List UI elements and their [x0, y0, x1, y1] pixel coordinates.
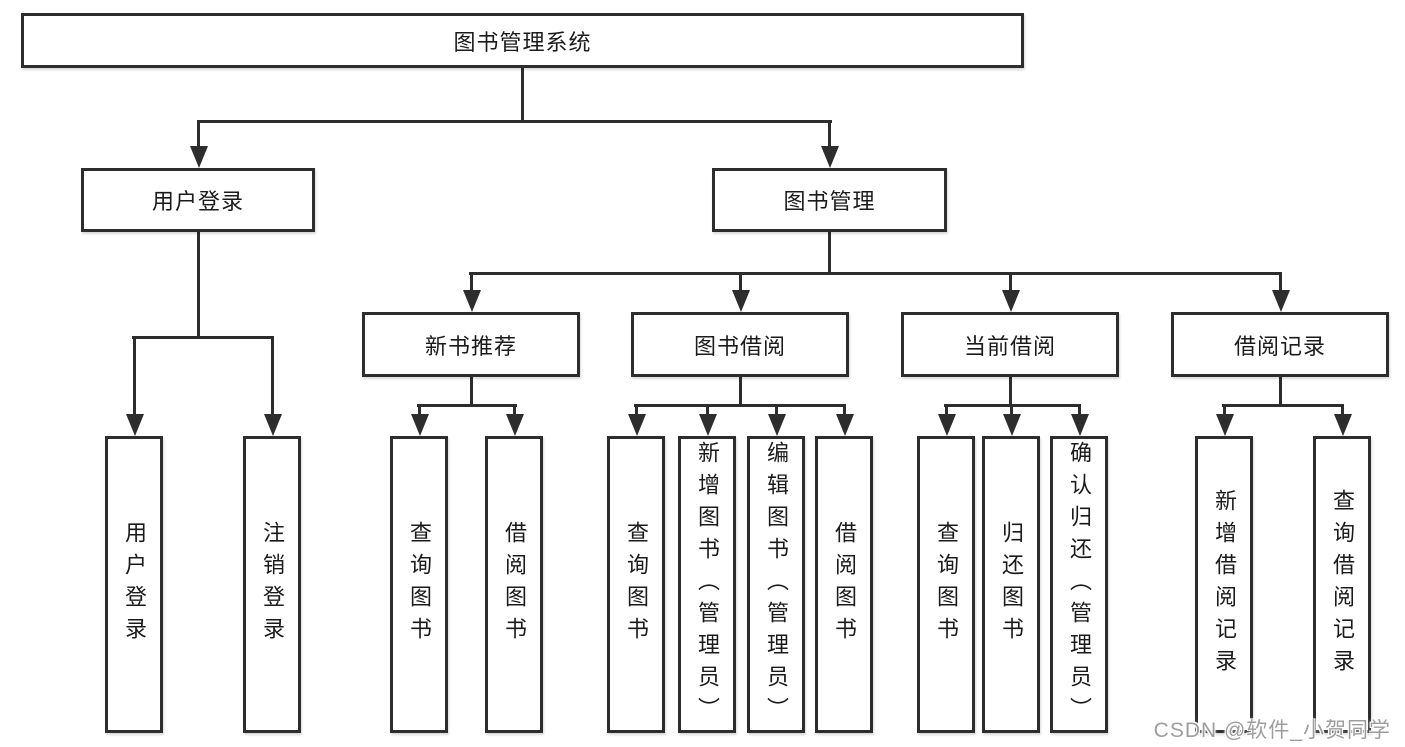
leaf-return-books: 归还图书 [982, 436, 1040, 733]
leaf-borrow-books: 借阅图书 [815, 436, 873, 733]
connector-line [1222, 404, 1344, 407]
connector-arrow-down [698, 404, 717, 436]
leaf-label: 编辑图书（管理员） [764, 440, 789, 729]
connector-arrow-down [410, 404, 429, 436]
leaf-add-borrow-record: 新增借阅记录 [1195, 436, 1253, 733]
connector-arrow-down [462, 272, 481, 312]
connector-arrow-down [820, 120, 839, 168]
leaf-label: 借阅图书 [502, 520, 527, 649]
leaf-edit-books-admin: 编辑图书（管理员） [747, 436, 805, 733]
connector-line [132, 336, 274, 339]
node-book-management: 图书管理 [712, 168, 947, 232]
connector-arrow-down [189, 120, 208, 168]
connector-line [1279, 377, 1282, 407]
leaf-logout: 注销登录 [243, 436, 301, 733]
connector-line [634, 404, 846, 407]
leaf-label: 查询图书 [624, 520, 649, 649]
connector-line [828, 232, 831, 275]
connector-line [1009, 377, 1012, 407]
connector-arrow-down [1001, 272, 1020, 312]
node-label: 借阅记录 [1233, 333, 1326, 359]
node-new-book-recommendation: 新书推荐 [362, 312, 580, 377]
connector-line [470, 377, 473, 407]
node-label: 图书管理系统 [453, 29, 592, 55]
leaf-query-books: 查询图书 [607, 436, 665, 733]
leaf-label: 确认归还（管理员） [1067, 440, 1092, 729]
connector-line [417, 404, 517, 407]
connector-line [739, 377, 742, 407]
node-book-borrowing: 图书借阅 [631, 312, 849, 377]
connector-line [197, 232, 200, 339]
connector-arrow-down [835, 404, 854, 436]
connector-line [197, 120, 832, 123]
leaf-label: 查询图书 [407, 520, 432, 649]
node-label: 新书推荐 [424, 333, 517, 359]
connector-arrow-down [1333, 404, 1352, 436]
connector-arrow-down [1070, 404, 1089, 436]
connector-line [521, 68, 524, 123]
node-label: 图书借阅 [693, 333, 786, 359]
connector-arrow-down [1271, 272, 1290, 312]
connector-arrow-down [731, 272, 750, 312]
leaf-label: 新增图书（管理员） [695, 440, 720, 729]
leaf-borrow-books: 借阅图书 [485, 436, 543, 733]
leaf-query-borrow-record: 查询借阅记录 [1313, 436, 1371, 733]
node-borrowing-records: 借阅记录 [1171, 312, 1389, 377]
connector-arrow-down [505, 404, 524, 436]
connector-arrow-down [1215, 404, 1234, 436]
connector-line [469, 272, 1282, 275]
leaf-label: 查询借阅记录 [1330, 488, 1355, 681]
connector-arrow-down [1002, 404, 1021, 436]
leaf-label: 查询图书 [934, 520, 959, 649]
leaf-label: 用户登录 [122, 520, 147, 649]
node-label: 图书管理 [783, 189, 876, 214]
leaf-label: 归还图书 [999, 520, 1024, 649]
leaf-query-books: 查询图书 [390, 436, 448, 733]
leaf-user-login: 用户登录 [105, 436, 163, 733]
connector-arrow-down [263, 336, 282, 436]
connector-arrow-down [125, 336, 144, 436]
leaf-query-books: 查询图书 [917, 436, 975, 733]
node-current-borrowing: 当前借阅 [901, 312, 1119, 377]
leaf-label: 注销登录 [260, 520, 285, 649]
connector-arrow-down [627, 404, 646, 436]
leaf-confirm-return-admin: 确认归还（管理员） [1050, 436, 1108, 733]
csdn-watermark: CSDN @软件_小贺同学 [1153, 719, 1391, 742]
connector-arrow-down [767, 404, 786, 436]
node-user-login: 用户登录 [81, 168, 315, 232]
leaf-label: 借阅图书 [832, 520, 857, 649]
node-library-management-system: 图书管理系统 [21, 13, 1024, 68]
node-label: 用户登录 [151, 189, 244, 214]
leaf-label: 新增借阅记录 [1212, 488, 1237, 681]
node-label: 当前借阅 [963, 333, 1056, 359]
leaf-add-books-admin: 新增图书（管理员） [678, 436, 736, 733]
connector-arrow-down [937, 404, 956, 436]
